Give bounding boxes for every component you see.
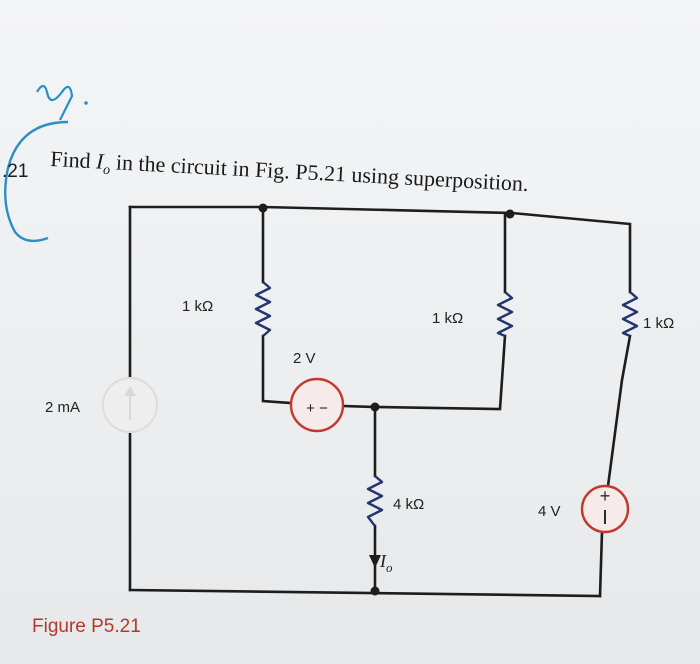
resistor-middle <box>496 291 514 338</box>
problem-number: .21 <box>2 161 28 182</box>
label-current-source: 2 mA <box>45 399 80 416</box>
statement-subscript: o <box>103 163 111 178</box>
junction-node <box>258 203 268 213</box>
label-resistor-right: 1 kΩ <box>643 315 674 332</box>
figure-caption: Figure P5.21 <box>32 616 141 637</box>
label-resistor-bottom: 4 kΩ <box>393 496 424 513</box>
problem-statement: Find Io in the circuit in Fig. P5.21 usi… <box>50 146 530 200</box>
circuit-wires <box>128 205 632 598</box>
plus-sign: + <box>600 486 611 506</box>
junction-node <box>370 402 380 412</box>
statement-variable: I <box>95 148 106 173</box>
current-arrow-icon <box>369 555 381 568</box>
handwritten-annotation <box>4 84 88 243</box>
junction-node <box>505 209 515 219</box>
polarity-signs: + − <box>306 400 328 417</box>
junction-node <box>370 586 380 596</box>
current-source <box>102 377 158 433</box>
resistor-bottom <box>366 475 384 527</box>
voltage-source-2v: + − <box>289 377 345 433</box>
resistor-right <box>621 291 639 338</box>
label-resistor-middle: 1 kΩ <box>432 310 463 327</box>
resistor-left <box>254 281 272 337</box>
voltage-source-4v: + <box>580 484 630 534</box>
label-output-current: Io <box>379 551 393 575</box>
label-resistor-left: 1 kΩ <box>182 298 213 315</box>
statement-after: in the circuit in Fig. P5.21 using super… <box>110 149 529 196</box>
statement-before: Find <box>50 146 97 173</box>
label-vsource-2v: 2 V <box>293 350 316 367</box>
label-vsource-4v: 4 V <box>538 503 561 520</box>
